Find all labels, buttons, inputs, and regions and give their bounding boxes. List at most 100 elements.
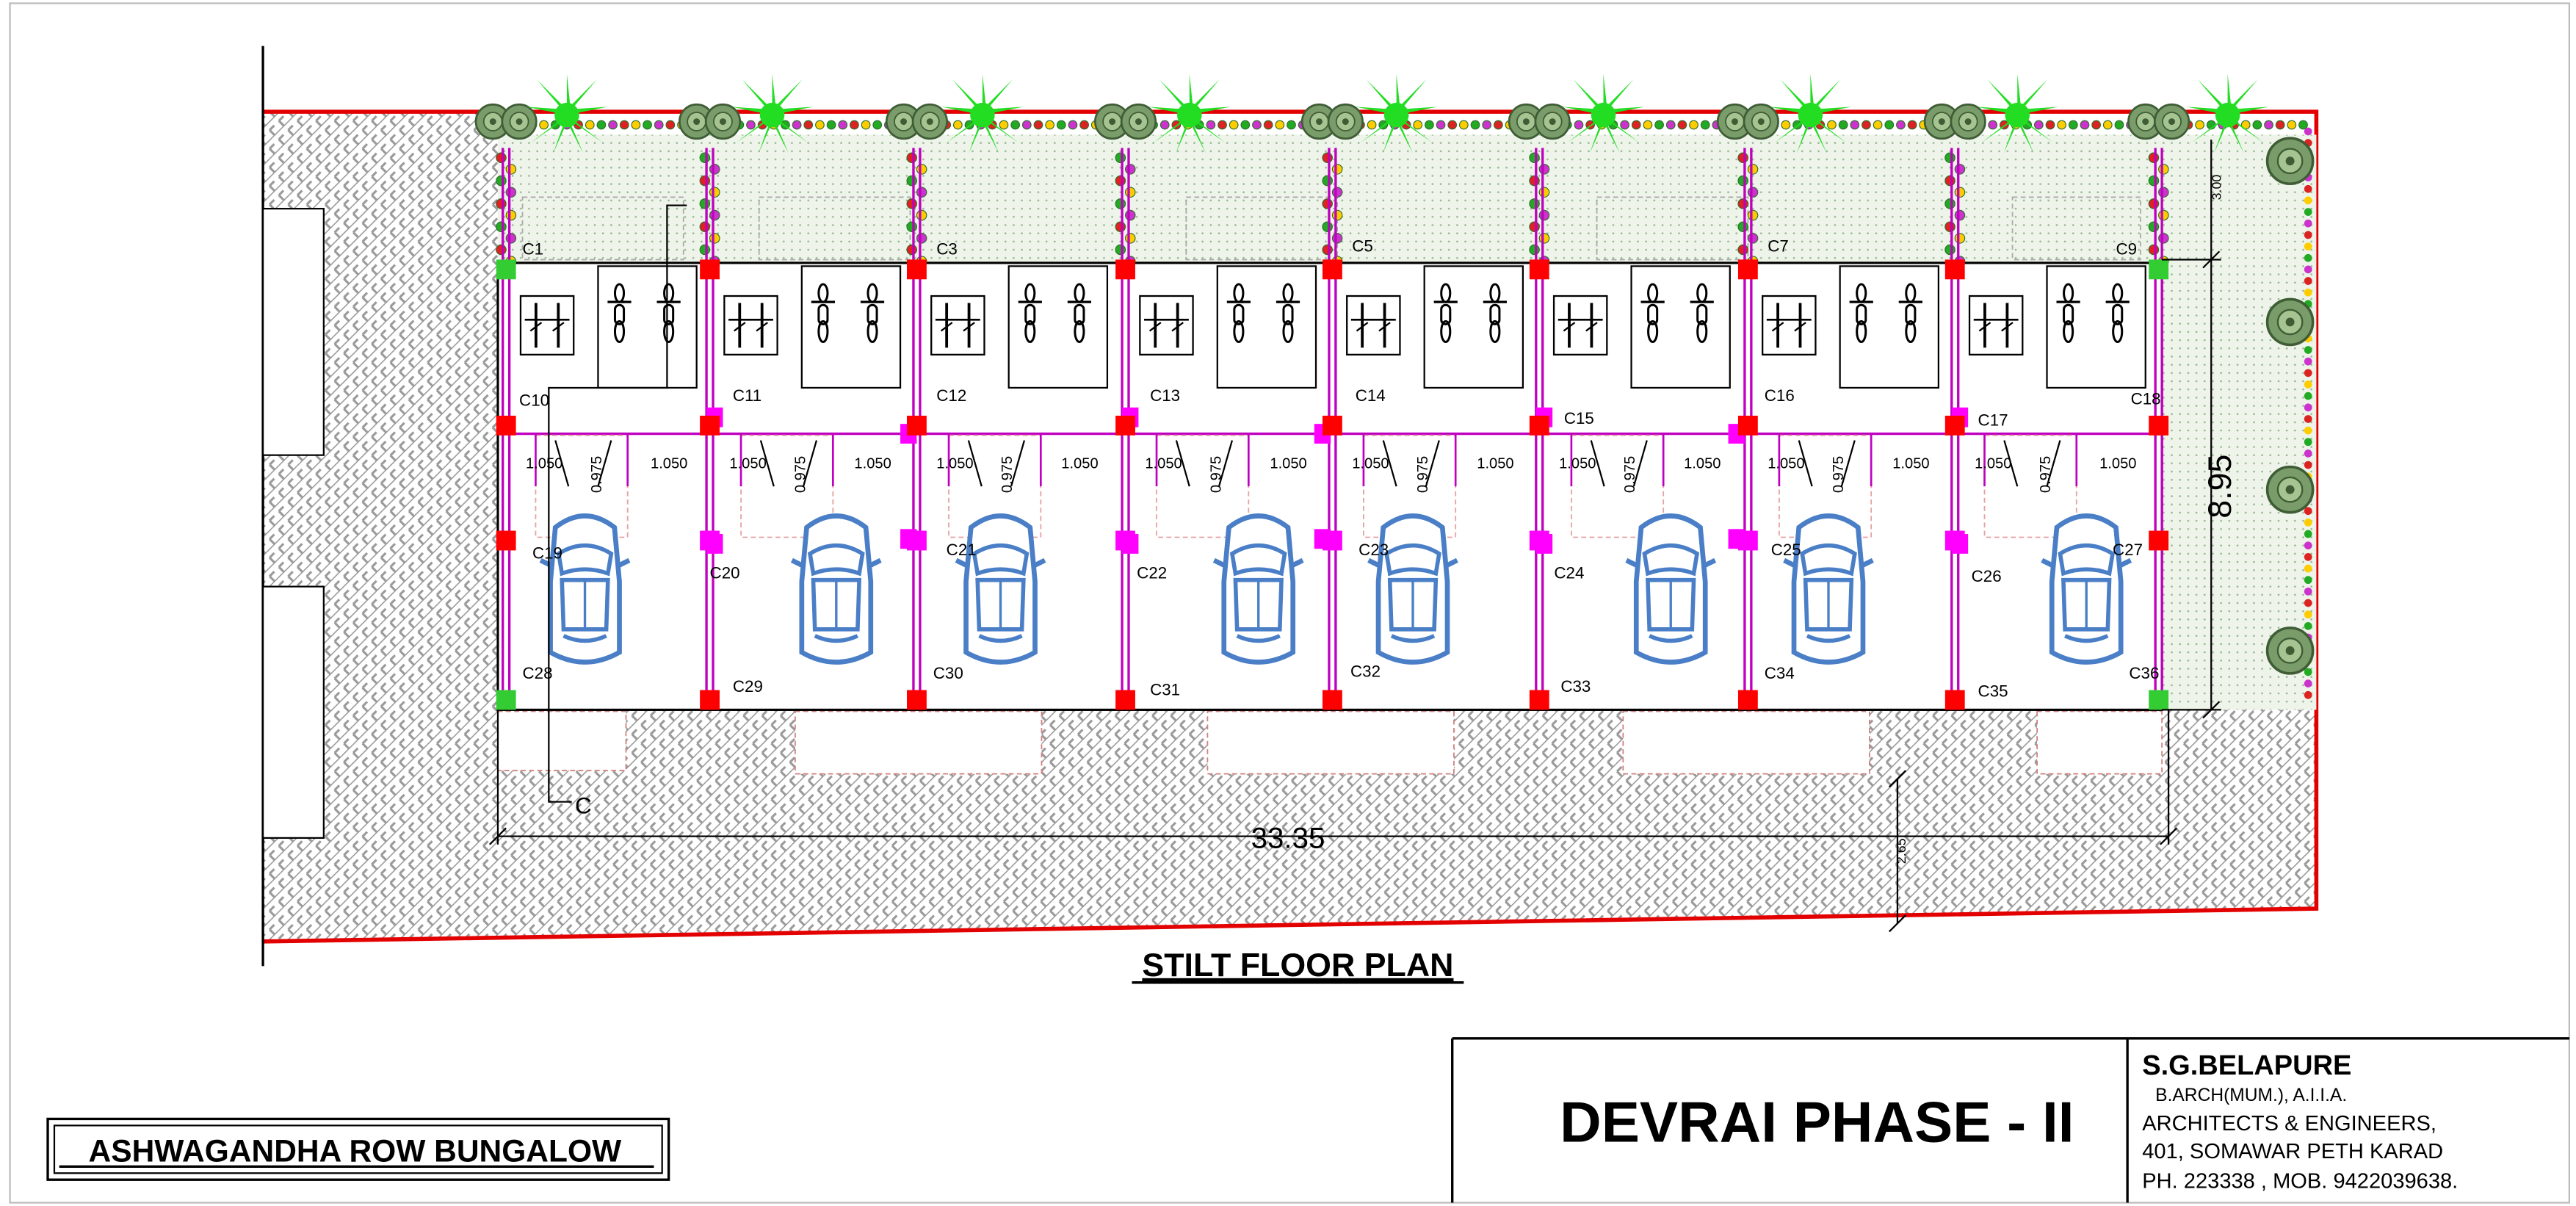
column-label: C3	[936, 240, 958, 259]
flower-dot	[496, 198, 507, 209]
column-marker	[1529, 259, 1549, 280]
flower-dot	[1447, 120, 1458, 130]
flower-dot	[1529, 221, 1540, 232]
flower-dot	[1367, 120, 1377, 130]
flower-dot	[1954, 164, 1966, 175]
overall-length-dimension: 33.35	[1251, 821, 1325, 854]
column-label: C36	[2129, 664, 2159, 682]
flower-dot	[1944, 221, 1955, 232]
flower-dot	[2304, 288, 2312, 297]
flower-dot	[2304, 184, 2312, 193]
column-marker	[1115, 530, 1135, 551]
flower-dot	[496, 152, 507, 164]
column-marker	[2149, 530, 2169, 551]
flower-dot	[1322, 175, 1333, 187]
flower-dot	[2304, 127, 2312, 136]
flower-dot	[1643, 120, 1653, 130]
flower-dot	[2304, 380, 2312, 389]
flower-dot	[1493, 120, 1503, 130]
flower-dot	[1331, 187, 1343, 198]
flower-dot	[1124, 209, 1136, 221]
column-marker	[496, 690, 516, 710]
door-width-label: 1.050	[1352, 456, 1389, 472]
flower-dot	[2148, 198, 2160, 209]
column-label: C17	[1978, 411, 2008, 429]
flower-dot	[1944, 198, 1955, 209]
bike-bay-outline	[1216, 265, 1317, 389]
flower-dot	[2304, 679, 2312, 687]
flower-dot	[2304, 541, 2312, 550]
flower-dot	[2264, 120, 2273, 130]
flower-dot	[2195, 120, 2204, 130]
vehicles	[521, 265, 2146, 662]
shrub-icon	[1743, 103, 1779, 140]
column-marker	[700, 259, 720, 280]
flower-dot	[1331, 209, 1343, 221]
flower-dot	[1229, 120, 1239, 130]
shrub-icon	[2265, 627, 2315, 675]
road-setback-dimension: 2.65	[1894, 838, 1909, 864]
flower-dot	[906, 175, 917, 187]
flower-dot	[1240, 120, 1251, 130]
column-marker	[1944, 259, 1965, 280]
phase-title: DEVRAI PHASE - II	[1560, 1090, 2074, 1155]
column-label: C31	[1150, 680, 1180, 698]
flower-dot	[1747, 233, 1759, 244]
column-marker	[1529, 530, 1549, 551]
flower-dot	[1737, 244, 1748, 256]
shrub-icon	[1534, 103, 1571, 140]
flower-dot	[1737, 198, 1748, 209]
flower-dot	[1884, 120, 1895, 130]
flower-dot	[2158, 187, 2169, 198]
flower-dot	[1115, 221, 1126, 232]
flower-dot	[2304, 461, 2312, 469]
flower-dot	[709, 187, 720, 198]
flower-dot	[1862, 120, 1871, 130]
flower-dot	[1413, 120, 1423, 130]
flower-dot	[1124, 233, 1136, 244]
flower-dot	[699, 244, 711, 256]
car-icon	[1784, 516, 1873, 662]
project-name: ASHWAGANDHA ROW BUNGALOW	[89, 1135, 622, 1169]
flower-dot	[2102, 120, 2113, 130]
flower-dot	[1944, 175, 1955, 187]
flower-dot	[2304, 208, 2312, 216]
column-label: C25	[1771, 541, 1801, 559]
title-block: DEVRAI PHASE - II S.G.BELAPURE B.ARCH(MU…	[1451, 1037, 2569, 1203]
flower-dot	[2304, 196, 2312, 205]
flower-dot	[1331, 164, 1343, 175]
flower-dot	[2304, 357, 2312, 366]
flower-dot	[505, 164, 517, 175]
column-label: C29	[733, 677, 763, 696]
door-width-label: 1.050	[1145, 456, 1182, 472]
flower-dot	[999, 120, 1009, 130]
flower-dot	[803, 120, 814, 130]
door-width-label: 1.050	[651, 456, 687, 472]
column-label: C19	[532, 544, 562, 563]
flower-dot	[1068, 120, 1078, 130]
door-width-label: 0.975	[1622, 456, 1638, 493]
flower-dot	[906, 198, 917, 209]
depth-dimension: 8.95	[2201, 455, 2238, 519]
door-width-label: 1.050	[729, 456, 766, 472]
flower-dot	[906, 152, 917, 164]
flower-dot	[1322, 198, 1333, 209]
flower-dot	[1737, 175, 1748, 187]
flower-dot	[1538, 187, 1550, 198]
flower-dot	[2304, 219, 2312, 228]
flower-dot	[2033, 120, 2044, 130]
column-label: C26	[1972, 567, 2002, 585]
flower-dot	[952, 120, 963, 130]
column-marker	[1944, 530, 1965, 551]
door-width-label: 0.975	[589, 456, 605, 493]
car-icon	[1214, 516, 1303, 662]
flower-dot	[643, 120, 652, 130]
flower-dot	[496, 244, 507, 256]
column-marker	[1115, 690, 1135, 710]
flower-dot	[505, 187, 517, 198]
flower-dot	[1954, 233, 1966, 244]
door-swing	[759, 440, 818, 487]
door-swing	[554, 440, 612, 487]
door-width-label: 0.975	[2038, 456, 2054, 493]
